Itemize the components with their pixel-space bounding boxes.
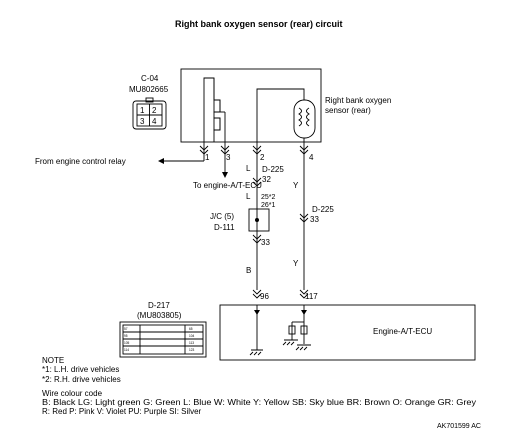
connector-chevrons-top — [199, 145, 309, 155]
sensor-label-line2: sensor (rear) — [325, 106, 371, 115]
d225-right-pin: 33 — [310, 215, 319, 224]
svg-text:3: 3 — [140, 117, 145, 126]
connector-c04-icon: 1 2 3 4 — [132, 97, 167, 130]
pin-1: 1 — [205, 153, 210, 162]
wire-color-L1: L — [246, 164, 251, 173]
connector-c04-part: MU802665 — [129, 85, 169, 94]
ecu-internal-circuit — [249, 305, 311, 356]
note-heading: NOTE — [42, 356, 64, 365]
ecu-label: Engine-A/T-ECU — [373, 327, 432, 336]
svg-text:1: 1 — [140, 106, 145, 115]
ecu-box — [219, 304, 476, 361]
ecu-pin-117: 117 — [305, 292, 318, 301]
svg-text:4: 4 — [152, 117, 157, 126]
svg-text:114: 114 — [124, 348, 129, 352]
wire-color-L2: L — [246, 192, 251, 201]
d225-right-id: D-225 — [312, 205, 334, 214]
note-ref-a: 25*2 — [261, 194, 276, 201]
svg-text:123: 123 — [189, 348, 195, 352]
wire-color-Y2: Y — [293, 259, 299, 268]
wire-color-B: B — [246, 266, 251, 275]
connector-d217-icon: 57 65 95 104 105 113 114 123 — [119, 321, 207, 358]
svg-text:2: 2 — [152, 106, 157, 115]
svg-text:105: 105 — [124, 341, 130, 345]
svg-text:95: 95 — [124, 334, 128, 338]
sensor-label-line1: Right bank oxygen — [325, 96, 391, 105]
wire-code-line1: B: Black LG: Light green G: Green L: Blu… — [42, 398, 476, 407]
wire-code-heading: Wire colour code — [42, 389, 103, 398]
ecu-pin-96: 96 — [260, 292, 269, 301]
relay-wiring — [203, 77, 226, 142]
wire-color-Y1: Y — [293, 181, 299, 190]
ecu-feed-wire — [222, 142, 228, 178]
jc-label-line2: D-111 — [214, 223, 235, 232]
pin-4: 4 — [309, 153, 314, 162]
diagram-title: Right bank oxygen sensor (rear) circuit — [175, 19, 343, 29]
note-ref-b: 26*1 — [261, 202, 276, 209]
signal-wire-right — [299, 142, 309, 299]
d225-left-pin: 32 — [262, 175, 271, 184]
signal-wire-left — [248, 142, 270, 299]
jc-pin: 33 — [261, 238, 270, 247]
note-line1: *1: L.H. drive vehicles — [42, 365, 119, 374]
wire-code-line2: R: Red P: Pink V: Violet PU: Purple SI: … — [42, 407, 202, 416]
jc-label-line1: J/C (5) — [210, 212, 234, 221]
pin-2: 2 — [260, 153, 265, 162]
note-line2: *2: R.H. drive vehicles — [42, 375, 121, 384]
relay-feed-wire — [158, 142, 205, 164]
pin-3: 3 — [226, 153, 231, 162]
svg-text:113: 113 — [189, 341, 194, 345]
svg-text:57: 57 — [124, 327, 128, 331]
oxygen-sensor-element — [256, 88, 316, 142]
relay-label: From engine control relay — [35, 157, 126, 166]
connector-c04-id: C-04 — [141, 74, 159, 83]
connector-d217-id: D-217 — [148, 301, 170, 310]
d225-left-id: D-225 — [262, 165, 284, 174]
figure-id: AK701599 AC — [437, 423, 481, 430]
svg-text:104: 104 — [189, 334, 195, 338]
ecu-feed-label: To engine-A/T-ECU — [193, 181, 262, 190]
sensor-box — [180, 68, 322, 143]
svg-text:65: 65 — [189, 327, 193, 331]
connector-d217-part: (MU803805) — [137, 311, 182, 320]
